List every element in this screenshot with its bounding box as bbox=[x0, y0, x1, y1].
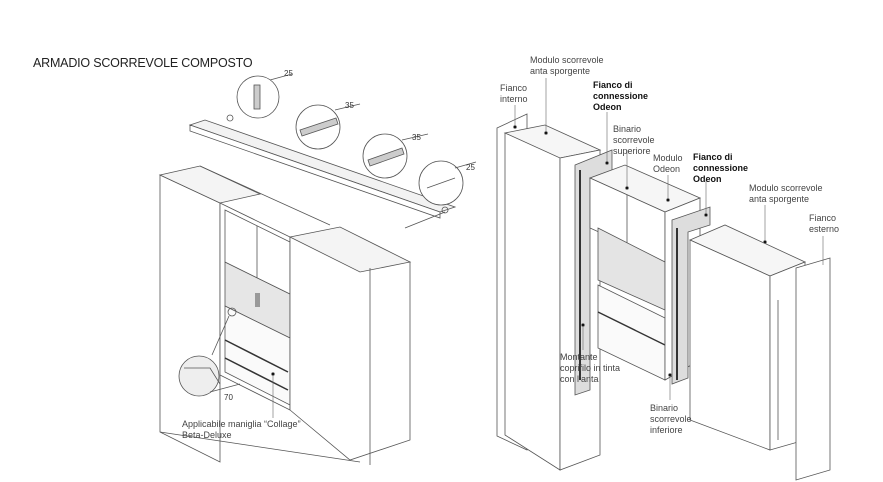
dimension-label: 25 bbox=[284, 69, 293, 78]
right-exploded-wardrobe bbox=[496, 113, 831, 481]
leader-lines bbox=[271, 78, 824, 418]
label-modulo-sporgente-2: Modulo scorrevole anta sporgente bbox=[749, 183, 823, 204]
top-rail bbox=[188, 73, 477, 229]
left-wardrobe bbox=[158, 165, 412, 465]
label-binario-superiore: Binario scorrevole superiore bbox=[613, 124, 655, 156]
label-fianco-interno: Fianco interno bbox=[500, 83, 528, 104]
label-modulo-sporgente-1: Modulo scorrevole anta sporgente bbox=[530, 55, 604, 76]
dimension-label: 35 bbox=[345, 101, 354, 110]
label-fianco-connessione-1: Fianco di connessione Odeon bbox=[593, 80, 649, 112]
label-montante: Montante coprifilo in tinta con l’anta bbox=[560, 352, 621, 384]
dimension-label: 25 bbox=[466, 163, 475, 172]
label-binario-inferiore: Binario scorrevole inferiore bbox=[650, 403, 692, 435]
label-modulo-odeon: Modulo Odeon bbox=[653, 153, 683, 174]
dimension-label: 35 bbox=[412, 133, 421, 142]
label-fianco-esterno: Fianco esterno bbox=[809, 213, 840, 234]
label-fianco-connessione-2: Fianco di connessione Odeon bbox=[693, 152, 749, 184]
label-handle: Applicabile maniglia “Collage” Beta-Delu… bbox=[182, 419, 301, 440]
dimension-label: 70 bbox=[224, 393, 233, 402]
diagram-title: ARMADIO SCORREVOLE COMPOSTO bbox=[33, 56, 253, 70]
